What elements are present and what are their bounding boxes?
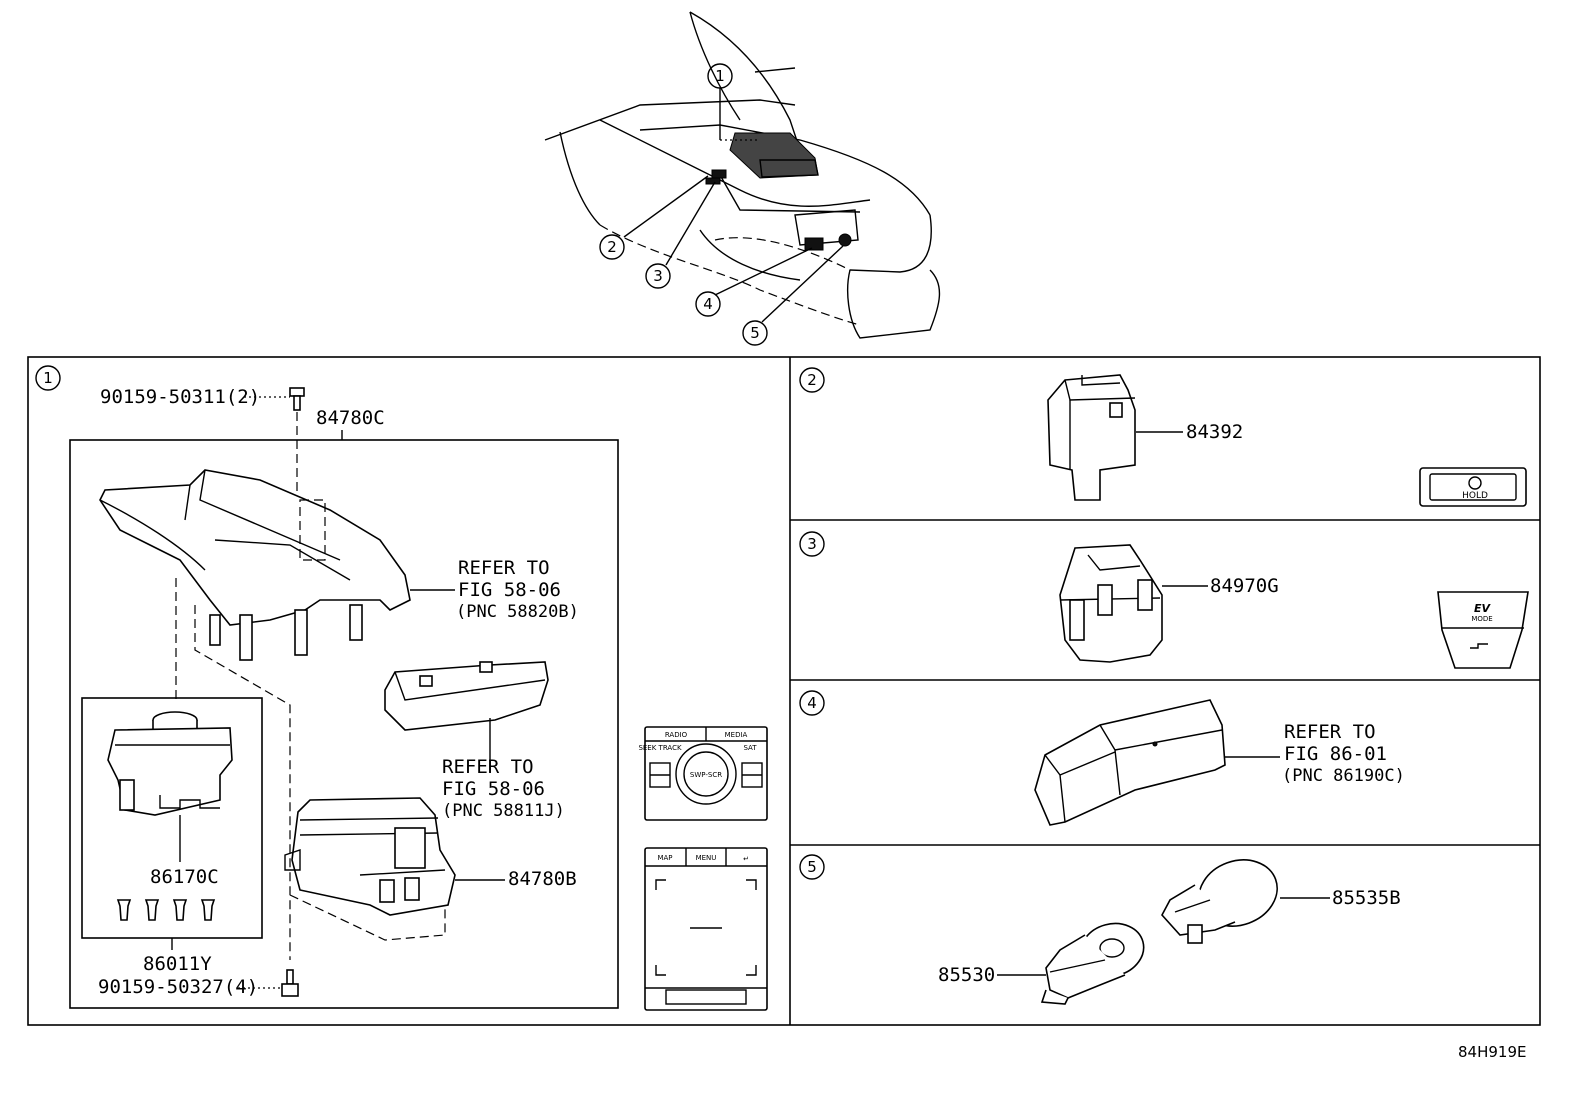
- panel-2-index: 2: [799, 367, 825, 393]
- panel-4: 4 REFER TO FIG 86-01 (PNC 86190C): [799, 690, 1405, 826]
- socket-85530: [1040, 922, 1145, 1005]
- main-frame: [27, 356, 1541, 1026]
- switch-unit: [284, 797, 456, 916]
- svg-text:SWP-SCR: SWP-SCR: [690, 771, 722, 779]
- refer-a-line1: REFER TO: [458, 557, 550, 579]
- part-85530-label: 85530: [938, 964, 995, 986]
- usb-port-unit: [1034, 699, 1226, 826]
- svg-text:HOLD: HOLD: [1462, 491, 1488, 501]
- svg-text:5: 5: [750, 324, 760, 342]
- panel-1: 1 90159-50311(2) 84780C REFER TO FIG: [35, 365, 768, 1011]
- svg-text:4: 4: [703, 295, 713, 313]
- callout-2: 2: [599, 234, 625, 260]
- svg-text:4: 4: [807, 694, 817, 712]
- bolt-bottom: [281, 969, 299, 997]
- svg-text:MODE: MODE: [1471, 615, 1492, 623]
- callout-5: 5: [742, 320, 768, 346]
- refer-b-line3: (PNC 58811J): [442, 801, 565, 821]
- bolt-bottom-label: 90159-50327(4): [98, 976, 258, 998]
- socket-85535b: [1161, 859, 1278, 944]
- refer-c-line3: (PNC 86190C): [1282, 766, 1405, 786]
- knob-switch: [107, 711, 233, 816]
- callout-4: 4: [695, 291, 721, 317]
- panel-3: 3 84970G EV MODE: [799, 531, 1529, 669]
- switch-part-label: 84780B: [508, 868, 577, 890]
- svg-text:1: 1: [715, 67, 725, 85]
- switch-3-mark: [705, 177, 721, 185]
- shifter-pad-hatch: [729, 132, 819, 179]
- figure-code: 84H919E: [1458, 1043, 1526, 1061]
- socket-mark: [838, 233, 852, 247]
- trim-piece: [384, 661, 549, 731]
- svg-text:2: 2: [607, 238, 617, 256]
- svg-text:5: 5: [807, 858, 817, 876]
- ev-mode-switch: [1059, 544, 1163, 663]
- panel-5: 5 85535B 85530: [799, 854, 1401, 1005]
- panel-3-index: 3: [799, 531, 825, 557]
- panel-5-index: 5: [799, 854, 825, 880]
- console-cover: [99, 469, 411, 661]
- refer-a-line2: FIG 58-06: [458, 579, 561, 601]
- console-overview: 1 2 3 4 5: [544, 11, 941, 346]
- svg-text:↵: ↵: [743, 855, 749, 863]
- panel-4-index: 4: [799, 690, 825, 716]
- panel-1-index: 1: [35, 365, 61, 391]
- bolt-top-label: 90159-50311(2): [100, 386, 260, 408]
- refer-a-line3: (PNC 58820B): [456, 602, 579, 622]
- svg-text:3: 3: [653, 267, 663, 285]
- part-85535b-label: 85535B: [1332, 887, 1401, 909]
- svg-text:3: 3: [807, 535, 817, 553]
- assembly-box: [69, 439, 619, 1009]
- callout-3: 3: [645, 263, 671, 289]
- sub-assembly-label: 86011Y: [143, 953, 212, 975]
- control-panel-top: RADIO MEDIA SEEK TRACK SAT SWP-SCR: [638, 726, 768, 821]
- ev-mode-icon-button: EV MODE: [1437, 591, 1529, 669]
- refer-b-line2: FIG 58-06: [442, 778, 545, 800]
- hold-icon-button: HOLD: [1419, 467, 1527, 507]
- svg-text:1: 1: [43, 369, 53, 387]
- hold-switch: [1047, 374, 1136, 501]
- svg-text:MENU: MENU: [696, 854, 717, 862]
- refer-c-line2: FIG 86-01: [1284, 743, 1387, 765]
- svg-text:EV: EV: [1474, 602, 1492, 615]
- svg-text:2: 2: [807, 371, 817, 389]
- callout-1: 1: [707, 63, 733, 89]
- control-panel-bottom: MAP MENU ↵: [644, 847, 768, 1011]
- svg-text:MEDIA: MEDIA: [725, 731, 748, 739]
- screws-4: [116, 899, 216, 921]
- svg-text:SAT: SAT: [743, 744, 757, 752]
- svg-text:RADIO: RADIO: [665, 731, 688, 739]
- switch-2-mark: [711, 169, 727, 179]
- panel-2: 2 84392 HOLD: [799, 367, 1527, 507]
- part-84392-label: 84392: [1186, 421, 1243, 443]
- knob-part-label: 86170C: [150, 866, 219, 888]
- assembly-label: 84780C: [316, 407, 385, 429]
- svg-text:MAP: MAP: [657, 854, 672, 862]
- usb-mark: [804, 237, 824, 251]
- refer-b-line1: REFER TO: [442, 756, 534, 778]
- refer-c-line1: REFER TO: [1284, 721, 1376, 743]
- bolt-top: [289, 387, 305, 411]
- part-84970g-label: 84970G: [1210, 575, 1279, 597]
- svg-text:SEEK TRACK: SEEK TRACK: [638, 744, 682, 752]
